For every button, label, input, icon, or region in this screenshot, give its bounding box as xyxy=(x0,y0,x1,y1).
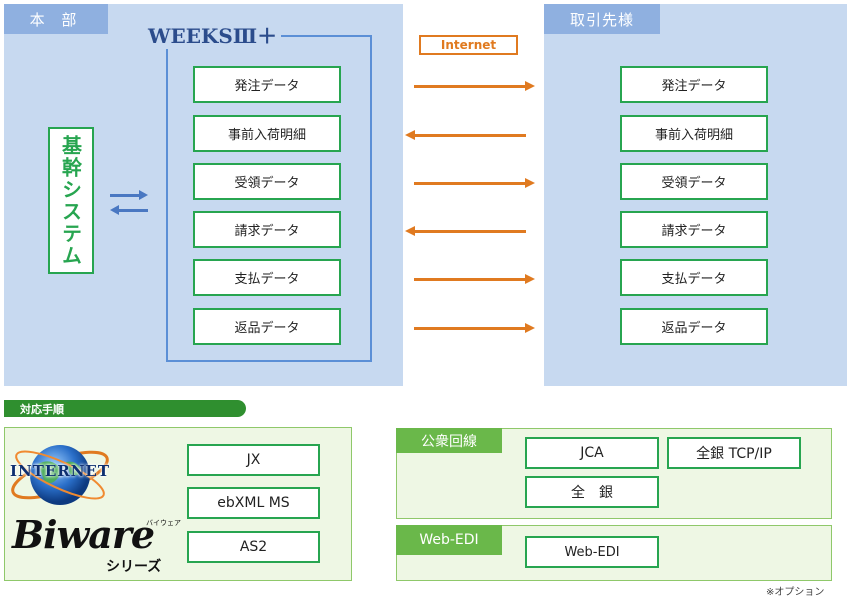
transfer-arrow-left xyxy=(405,226,526,236)
protocol-box: JX xyxy=(187,444,320,476)
right-item: 支払データ xyxy=(620,259,768,296)
transfer-arrow-right xyxy=(414,178,535,188)
public-line-label: 公衆回線 xyxy=(396,428,502,453)
internet-logo: INTERNET xyxy=(6,430,114,515)
right-item: 発注データ xyxy=(620,66,768,103)
partner-label: 取引先様 xyxy=(544,4,660,34)
core-system-box: 基幹システム xyxy=(48,127,94,274)
left-item: 事前入荷明細 xyxy=(193,115,341,152)
transfer-arrow-right xyxy=(414,274,535,284)
internet-tag: Internet xyxy=(419,35,518,55)
right-item: 受領データ xyxy=(620,163,768,200)
zengin-tcpip-box: 全銀 TCP/IP xyxy=(667,437,801,469)
left-item: 受領データ xyxy=(193,163,341,200)
protocol-box: AS2 xyxy=(187,531,320,563)
left-item: 返品データ xyxy=(193,308,341,345)
right-item: 事前入荷明細 xyxy=(620,115,768,152)
protocol-box: ebXML MS xyxy=(187,487,320,519)
web-edi-label: Web-EDI xyxy=(396,525,502,555)
right-item: 請求データ xyxy=(620,211,768,248)
zengin-box: 全 銀 xyxy=(525,476,659,508)
biware-series: シリーズ xyxy=(106,559,162,575)
transfer-arrow-left xyxy=(405,130,526,140)
option-note: ※オプション xyxy=(766,587,825,598)
left-item: 支払データ xyxy=(193,259,341,296)
right-item: 返品データ xyxy=(620,308,768,345)
transfer-arrow-right xyxy=(414,81,535,91)
web-edi-box: Web-EDI xyxy=(525,536,659,568)
arrow-to-weeks xyxy=(110,190,148,200)
left-item: 発注データ xyxy=(193,66,341,103)
internet-globe-icon xyxy=(11,445,109,505)
jca-box: JCA xyxy=(525,437,659,469)
procedure-bar: 対応手順 xyxy=(4,400,246,417)
weeks-title: WEEKSⅢ＋ xyxy=(144,20,282,49)
biware-logo: Biware xyxy=(12,512,155,557)
internet-logo-text: INTERNET xyxy=(9,462,111,480)
transfer-arrow-right xyxy=(414,323,535,333)
biware-kana: バイウェア xyxy=(146,519,181,527)
arrow-from-weeks xyxy=(110,205,148,215)
headquarters-label: 本 部 xyxy=(4,4,108,34)
left-item: 請求データ xyxy=(193,211,341,248)
